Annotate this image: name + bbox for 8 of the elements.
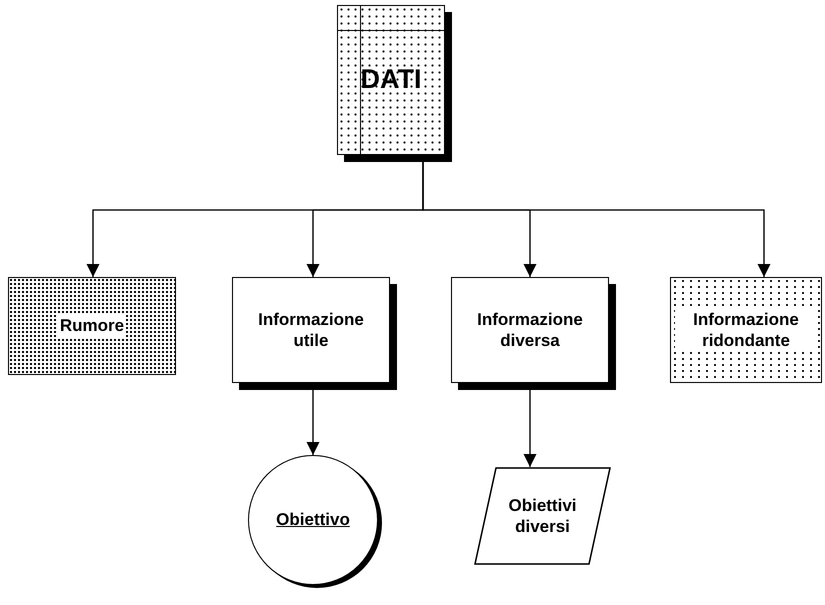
node-label: Obiettivi diversi bbox=[507, 494, 578, 538]
node-label: Informazione diversa bbox=[476, 308, 584, 352]
node-label: Rumore bbox=[58, 314, 126, 338]
node-label: Informazione utile bbox=[257, 308, 365, 352]
process-box bbox=[670, 277, 822, 383]
node-label: Obiettivo bbox=[276, 509, 350, 531]
output-parallelogram bbox=[474, 467, 611, 565]
process-box bbox=[8, 277, 176, 375]
